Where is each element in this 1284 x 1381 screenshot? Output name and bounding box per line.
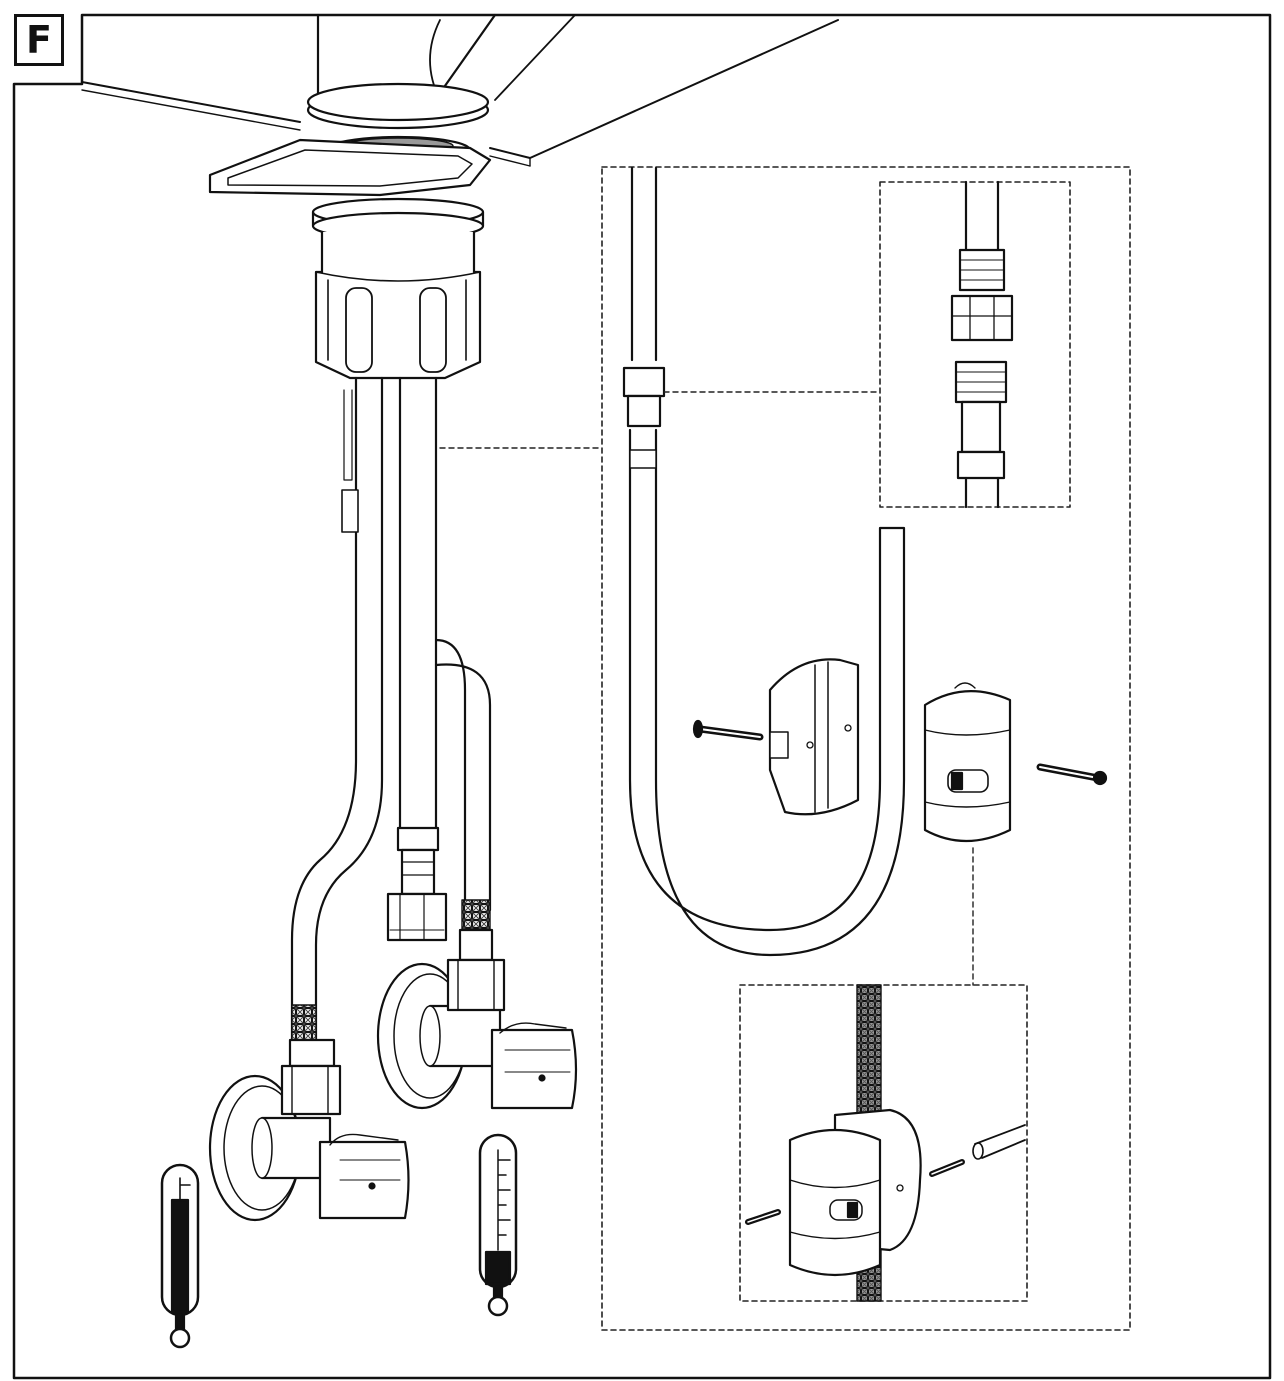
countertop bbox=[81, 19, 839, 167]
left-hose bbox=[290, 376, 384, 1042]
center-hose bbox=[386, 376, 448, 942]
left-shutoff-valve bbox=[208, 1038, 410, 1222]
cold-water-thermometer-icon bbox=[478, 1133, 518, 1317]
faucet-body bbox=[306, 13, 576, 130]
hot-water-thermometer-icon bbox=[160, 1163, 200, 1349]
hose-clip-right bbox=[923, 682, 1108, 843]
right-hose bbox=[434, 638, 492, 937]
detail-box-connector bbox=[879, 180, 1071, 509]
hose-clip-left bbox=[692, 658, 860, 816]
mounting-plate bbox=[208, 135, 492, 241]
right-shutoff-valve bbox=[376, 928, 578, 1110]
detail-box-wall-mount bbox=[739, 984, 1028, 1302]
castellated-nut bbox=[314, 230, 482, 380]
page-frame bbox=[12, 13, 1272, 1380]
detail-box-main bbox=[601, 166, 1131, 1331]
step-label: F bbox=[14, 14, 64, 66]
